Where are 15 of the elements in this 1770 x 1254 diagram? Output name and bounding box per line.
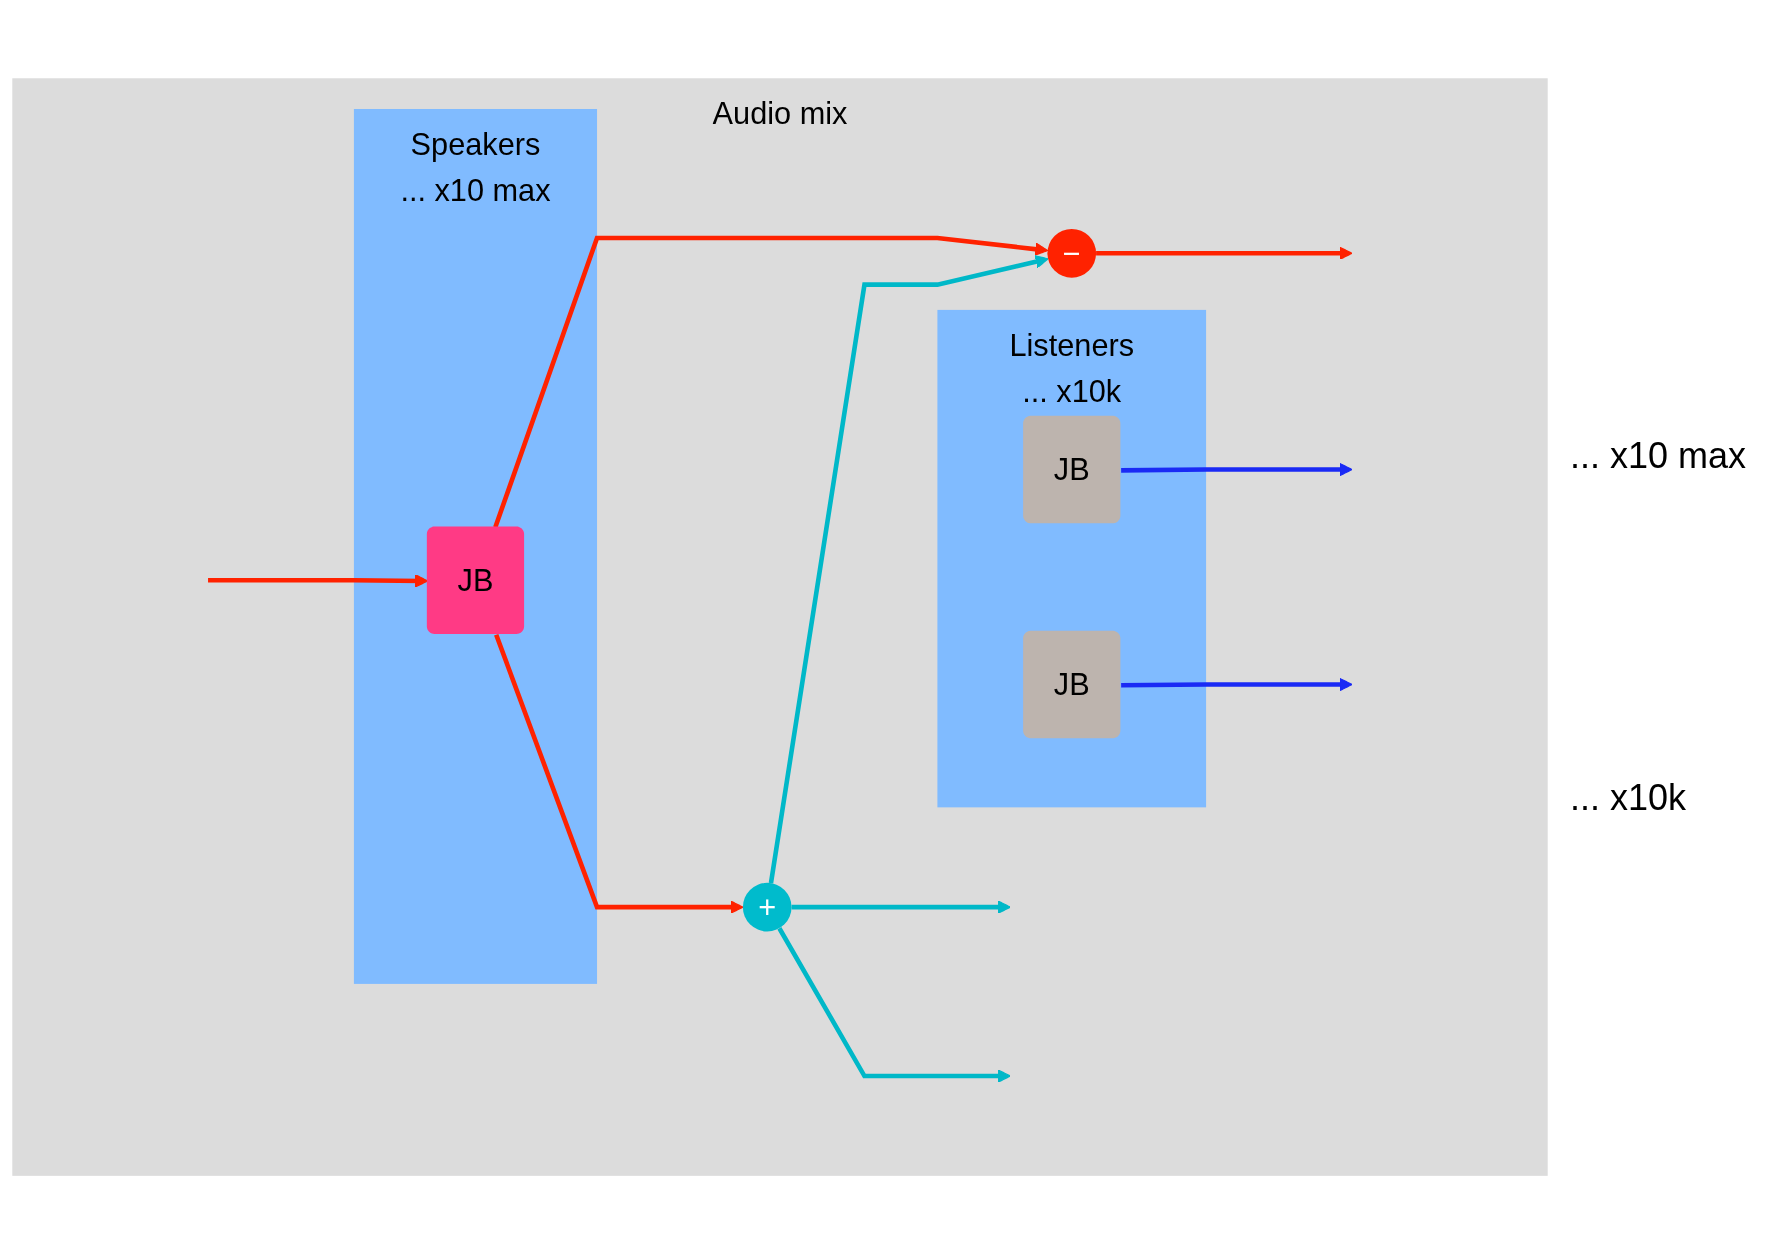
node-box: JB (1023, 415, 1121, 524)
arrow (1096, 246, 1353, 260)
arrow (1121, 462, 1353, 477)
arrow (791, 900, 1011, 914)
arrow (768, 255, 1049, 884)
note-text: ... x10 max (1570, 435, 1748, 477)
node-circle: + (742, 882, 792, 932)
arrow (494, 633, 744, 914)
node-circle: − (1047, 228, 1097, 278)
arrow (493, 235, 1049, 528)
node-box: JB (426, 526, 525, 634)
arrow (1121, 677, 1353, 692)
arrow (777, 927, 1011, 1083)
node-box: JB (1023, 630, 1121, 739)
note-text: ... x10k (1570, 777, 1688, 819)
